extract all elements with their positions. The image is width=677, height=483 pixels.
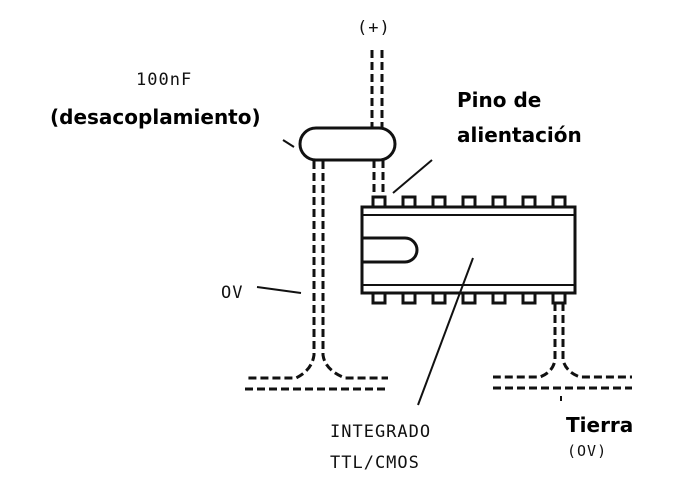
supply-wire: [370, 50, 385, 198]
zero-volt-leader: [256, 286, 302, 294]
zero-volt-label: OV: [221, 283, 244, 303]
power-pin-label-2: alientación: [457, 123, 582, 147]
capacitor-ground-wire: [245, 161, 388, 391]
ic-ground-wire: [493, 303, 632, 401]
ic-chip: [360, 195, 577, 305]
ic-label-1: INTEGRADO: [330, 422, 432, 442]
ic-label-2: TTL/CMOS: [330, 453, 420, 473]
capacitor-leader: [282, 139, 295, 148]
power-pin-leader: [392, 159, 433, 194]
ic-notch: [362, 236, 419, 264]
capacitor-role-label: (desacoplamiento): [50, 105, 261, 129]
power-pin-label-1: Pino de: [457, 88, 542, 112]
ic-leader: [417, 257, 474, 406]
capacitor: [298, 126, 397, 162]
ground-volt-label: (OV): [567, 442, 608, 460]
positive-label: (+): [357, 18, 391, 38]
ground-label: Tierra: [566, 413, 634, 437]
capacitor-value-label: 100nF: [136, 70, 193, 90]
